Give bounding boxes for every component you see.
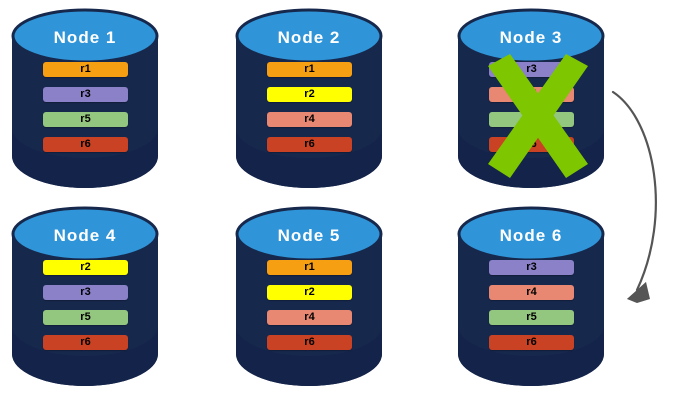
replica-bar[interactable]: r3 bbox=[489, 62, 574, 77]
replica-list: r3 r4 r5 r6 bbox=[489, 62, 574, 152]
node-cylinder-4[interactable]: Node 4 r2 r3 r5 r6 bbox=[11, 206, 159, 386]
node-cylinder-3[interactable]: Node 3 r3 r4 r5 r6 bbox=[457, 8, 605, 188]
node-cylinder-5[interactable]: Node 5 r1 r2 r4 r6 bbox=[235, 206, 383, 386]
node-cylinder-2[interactable]: Node 2 r1 r2 r4 r6 bbox=[235, 8, 383, 188]
replica-bar[interactable]: r4 bbox=[267, 310, 352, 325]
replica-bar[interactable]: r2 bbox=[43, 260, 128, 275]
replica-bar[interactable]: r3 bbox=[43, 87, 128, 102]
replica-list: r2 r3 r5 r6 bbox=[43, 260, 128, 350]
replica-bar[interactable]: r3 bbox=[489, 260, 574, 275]
replica-bar[interactable]: r5 bbox=[489, 310, 574, 325]
replica-bar[interactable]: r6 bbox=[43, 335, 128, 350]
node-cylinder-1[interactable]: Node 1 r1 r3 r5 r6 bbox=[11, 8, 159, 188]
replica-bar[interactable]: r4 bbox=[489, 285, 574, 300]
replica-bar[interactable]: r6 bbox=[267, 137, 352, 152]
replica-bar[interactable]: r2 bbox=[267, 87, 352, 102]
replica-bar[interactable]: r6 bbox=[489, 137, 574, 152]
replica-bar[interactable]: r5 bbox=[489, 112, 574, 127]
replica-list: r1 r2 r4 r6 bbox=[267, 62, 352, 152]
replica-bar[interactable]: r1 bbox=[267, 260, 352, 275]
replica-bar[interactable]: r2 bbox=[267, 285, 352, 300]
replica-list: r3 r4 r5 r6 bbox=[489, 260, 574, 350]
replica-bar[interactable]: r6 bbox=[43, 137, 128, 152]
replica-bar[interactable]: r3 bbox=[43, 285, 128, 300]
replica-bar[interactable]: r1 bbox=[267, 62, 352, 77]
replica-bar[interactable]: r6 bbox=[489, 335, 574, 350]
replica-list: r1 r3 r5 r6 bbox=[43, 62, 128, 152]
replica-list: r1 r2 r4 r6 bbox=[267, 260, 352, 350]
node-cylinder-6[interactable]: Node 6 r3 r4 r5 r6 bbox=[457, 206, 605, 386]
replica-bar[interactable]: r5 bbox=[43, 310, 128, 325]
replica-bar[interactable]: r6 bbox=[267, 335, 352, 350]
replica-bar[interactable]: r1 bbox=[43, 62, 128, 77]
replica-bar[interactable]: r5 bbox=[43, 112, 128, 127]
replica-bar[interactable]: r4 bbox=[267, 112, 352, 127]
replica-bar[interactable]: r4 bbox=[489, 87, 574, 102]
